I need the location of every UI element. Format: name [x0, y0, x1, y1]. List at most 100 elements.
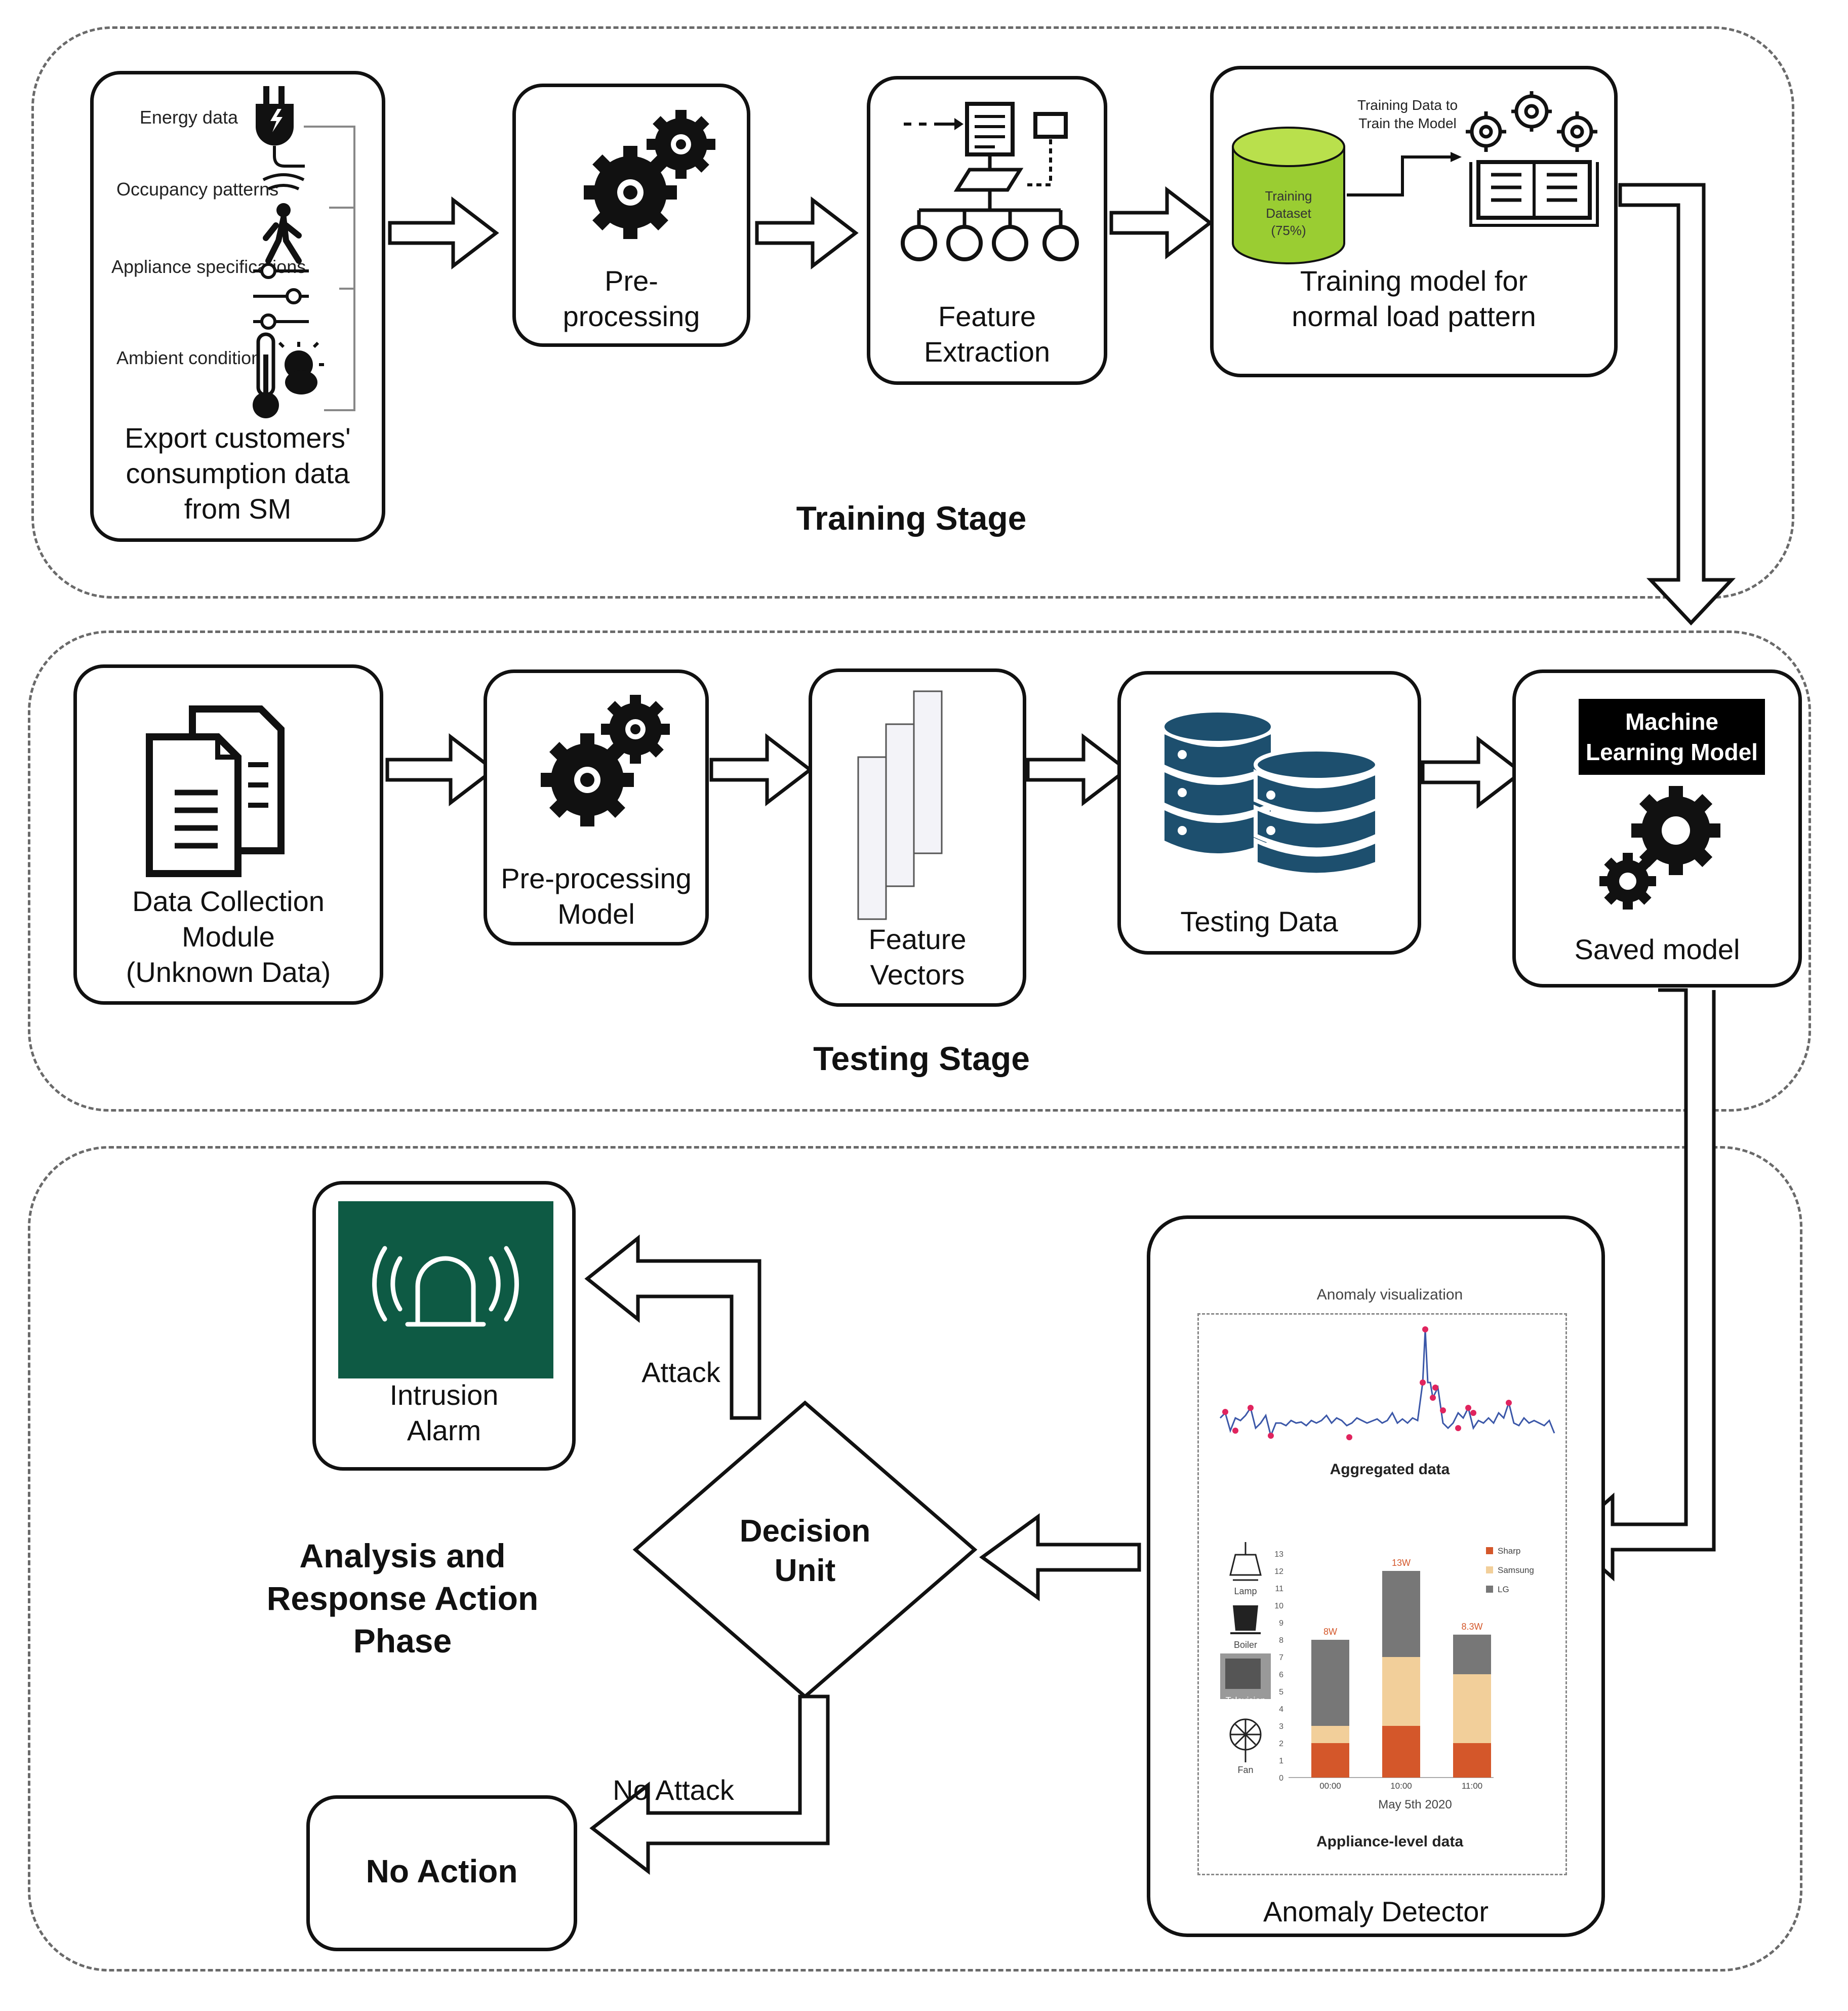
- book-gears-icon: [1466, 91, 1599, 227]
- data-collection-label: Data Collection Module (Unknown Data): [126, 885, 331, 988]
- arrow-export-to-preprocessing: [388, 196, 499, 270]
- training-data-arrow: [1347, 152, 1462, 196]
- anomaly-viz-title: Anomaly visualization: [1316, 1286, 1463, 1303]
- arrow-preprocessing-to-feature-extraction: [755, 196, 859, 270]
- anomaly-detector-label: Anomaly Detector: [1263, 1896, 1489, 1927]
- bar-top-label: 8W: [1323, 1627, 1337, 1637]
- thermometer-icon: [253, 332, 324, 418]
- y-tick-label: 9: [1279, 1619, 1283, 1628]
- arrow-vectors-to-testing-data: [1026, 733, 1130, 807]
- bar-segment-samsung: [1311, 1726, 1349, 1743]
- export-data-label: Export customers' consumption data from …: [125, 422, 351, 525]
- feature-extraction-icon: [901, 102, 1079, 261]
- y-tick-label: 11: [1275, 1585, 1283, 1593]
- legend-label: LG: [1498, 1585, 1509, 1594]
- appliance-level-label: Appliance-level data: [1316, 1833, 1464, 1850]
- bar-segment-sharp: [1453, 1743, 1491, 1778]
- y-tick-label: 1: [1279, 1757, 1283, 1765]
- y-tick-label: 5: [1279, 1688, 1283, 1697]
- y-tick-label: 3: [1279, 1722, 1283, 1731]
- bar-time-label: 11:00: [1462, 1781, 1482, 1791]
- preprocessing-label: Pre- processing: [563, 265, 700, 332]
- gears-icon-testing: [541, 695, 670, 826]
- bar-segment-sharp: [1382, 1726, 1420, 1778]
- legend-swatch: [1486, 1586, 1493, 1593]
- bar-time-label: 10:00: [1390, 1781, 1412, 1791]
- appliance-icons: [1220, 1542, 1271, 1762]
- anomaly-viz-frame: [1197, 1313, 1567, 1875]
- anomaly-detector-box: [1147, 1215, 1605, 1937]
- input-label-occupancy: Occupancy patterns: [116, 179, 279, 200]
- feature-vectors-icon: [857, 690, 943, 920]
- legend-swatch: [1486, 1566, 1493, 1573]
- bar-segment-samsung: [1453, 1674, 1491, 1743]
- saved-model-label: Saved model: [1574, 933, 1740, 965]
- input-label-appliance: Appliance specifications: [111, 256, 306, 277]
- y-tick-label: 4: [1279, 1705, 1283, 1714]
- analysis-phase-frame: [28, 1146, 1802, 1971]
- bar-time-label: 00:00: [1319, 1781, 1341, 1791]
- aggregated-label: Aggregated data: [1330, 1461, 1450, 1478]
- ml-model-banner: Machine Learning Model: [1579, 699, 1765, 775]
- appliance-label-television: Television: [1225, 1695, 1266, 1706]
- preprocessing-model-label: Pre-processing Model: [501, 862, 692, 930]
- y-tick-label: 13: [1274, 1550, 1283, 1559]
- documents-icon: [146, 705, 285, 877]
- export-data-box: [90, 71, 385, 542]
- feature-extraction-label: Feature Extraction: [924, 300, 1050, 368]
- bar-segment-lg: [1311, 1640, 1349, 1726]
- arrow-detector-to-decision: [979, 1513, 1141, 1601]
- training-stage-title: Training Stage: [796, 499, 1027, 537]
- appliance-bar-chart: 0123456789101112138W00:0013W10:008.3W11:…: [1274, 1546, 1534, 1791]
- bar-segment-samsung: [1382, 1657, 1420, 1726]
- arrow-decision-to-alarm: [584, 1234, 761, 1420]
- arrow-collection-to-preprocessing: [385, 733, 497, 807]
- training-data-arrow-text: Training Data to Train the Model: [1357, 97, 1458, 131]
- legend-label: Sharp: [1498, 1546, 1520, 1556]
- y-tick-label: 2: [1279, 1740, 1283, 1748]
- appliance-label-lamp: Lamp: [1234, 1586, 1257, 1596]
- siren-icon: [372, 1246, 519, 1327]
- arrow-feature-to-training-model: [1109, 186, 1213, 260]
- legend-swatch: [1486, 1547, 1493, 1554]
- gears-icon: [584, 110, 715, 239]
- boiler-icon: [1230, 1605, 1261, 1634]
- y-tick-label: 10: [1274, 1602, 1283, 1610]
- input-label-ambient: Ambient conditions: [116, 347, 271, 368]
- y-tick-label: 7: [1279, 1653, 1283, 1662]
- y-tick-label: 12: [1274, 1567, 1283, 1576]
- bar-top-label: 13W: [1392, 1558, 1411, 1568]
- testing-stage-frame: [28, 630, 1811, 1112]
- database-icon: [1164, 713, 1379, 877]
- no-attack-label: No Attack: [613, 1774, 734, 1806]
- bar-segment-sharp: [1311, 1743, 1349, 1778]
- y-tick-label: 8: [1279, 1636, 1283, 1645]
- y-tick-label: 6: [1279, 1671, 1283, 1679]
- legend-label: Samsung: [1498, 1565, 1534, 1575]
- arrow-testing-data-to-saved-model: [1421, 735, 1524, 809]
- feature-vectors-label: Feature Vectors: [868, 923, 967, 991]
- appliance-label-boiler: Boiler: [1233, 1640, 1258, 1650]
- training-dataset-label: Training Dataset (75%): [1265, 188, 1312, 238]
- attack-label: Attack: [641, 1356, 720, 1388]
- y-tick-label: 0: [1279, 1774, 1283, 1783]
- training-model-label: Training model for normal load pattern: [1292, 265, 1536, 332]
- fan-icon: [1229, 1718, 1262, 1762]
- bar-segment-lg: [1453, 1634, 1491, 1674]
- no-action-box: [306, 1795, 577, 1951]
- date-label: May 5th 2020: [1378, 1798, 1452, 1811]
- intrusion-alarm-label: Intrusion Alarm: [389, 1379, 499, 1446]
- analysis-phase-title: Analysis and Response Action Phase: [266, 1537, 539, 1660]
- bar-top-label: 8.3W: [1461, 1622, 1482, 1632]
- person-icon: [262, 173, 305, 264]
- arrow-decision-to-no-action: [589, 1694, 830, 1875]
- television-icon: [1220, 1653, 1271, 1699]
- arrow-training-to-saved-model: [1618, 183, 1736, 626]
- testing-stage-title: Testing Stage: [813, 1040, 1030, 1077]
- sliders-icon: [253, 263, 309, 330]
- aggregated-line-chart: [1219, 1326, 1555, 1440]
- training-dataset-cylinder: [1232, 127, 1345, 264]
- bar-segment-lg: [1382, 1571, 1420, 1657]
- no-action-label: No Action: [366, 1853, 518, 1889]
- appliance-label-fan: Fan: [1237, 1765, 1254, 1775]
